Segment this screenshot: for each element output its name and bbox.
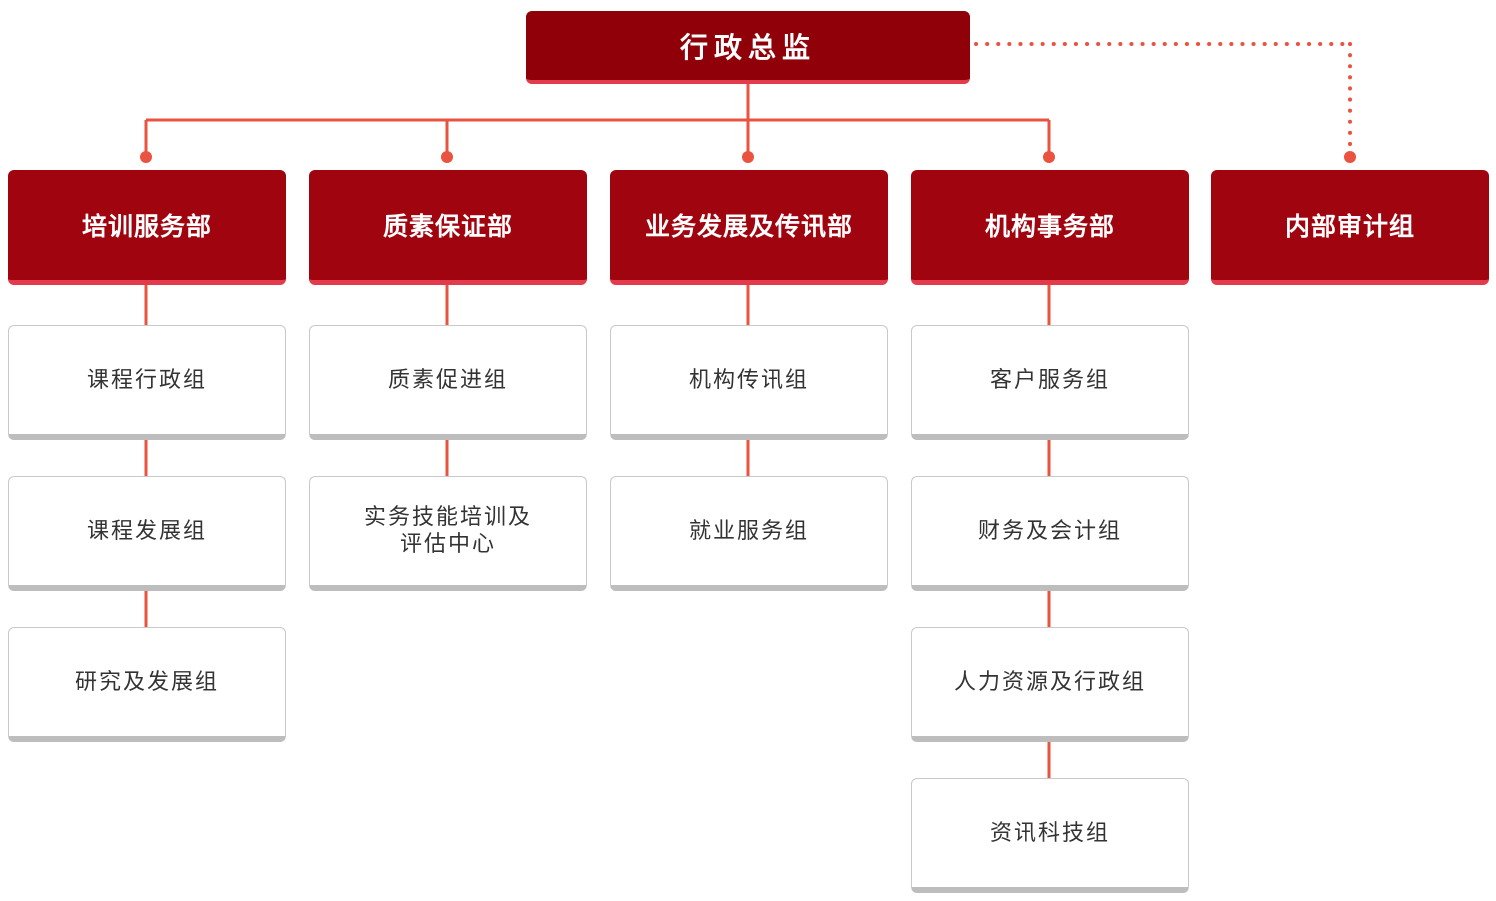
department-label: 质素保证部 (382, 212, 513, 241)
group-label: 课程发展组 (86, 518, 207, 544)
group-box: 机构传讯组 (610, 325, 888, 440)
connector-dot-business (742, 151, 754, 163)
department-box-audit: 内部审计组 (1211, 170, 1489, 285)
group-box: 财务及会计组 (911, 476, 1189, 591)
group-label: 人力资源及行政组 (953, 669, 1146, 695)
group-box: 就业服务组 (610, 476, 888, 591)
group-label: 实务技能培训及评估中心 (363, 505, 532, 557)
department-box-corporate: 机构事务部 (911, 170, 1189, 285)
connector-dot-quality (441, 151, 453, 163)
group-label: 机构传讯组 (688, 367, 809, 393)
group-box: 课程行政组 (8, 325, 286, 440)
group-box: 客户服务组 (911, 325, 1189, 440)
group-box: 实务技能培训及评估中心 (309, 476, 587, 591)
group-label: 课程行政组 (86, 367, 207, 393)
group-box: 课程发展组 (8, 476, 286, 591)
group-label: 质素促进组 (387, 367, 508, 393)
department-box-training: 培训服务部 (8, 170, 286, 285)
director-label: 行政总监 (679, 30, 816, 64)
department-box-business: 业务发展及传讯部 (610, 170, 888, 285)
group-label: 就业服务组 (688, 518, 809, 544)
group-box: 资讯科技组 (911, 778, 1189, 893)
group-label: 客户服务组 (989, 367, 1110, 393)
connector-dot-audit (1344, 151, 1356, 163)
group-label: 财务及会计组 (977, 518, 1122, 544)
connector-dot-corporate (1043, 151, 1055, 163)
department-label: 机构事务部 (984, 212, 1115, 241)
department-box-quality: 质素保证部 (309, 170, 587, 285)
group-label: 资讯科技组 (989, 820, 1110, 846)
director-box: 行政总监 (526, 11, 970, 84)
group-box: 人力资源及行政组 (911, 627, 1189, 742)
department-label: 培训服务部 (81, 212, 212, 241)
department-label: 内部审计组 (1284, 212, 1415, 241)
group-label: 研究及发展组 (74, 669, 219, 695)
department-label: 业务发展及传讯部 (644, 212, 853, 241)
connector-dot-training (140, 151, 152, 163)
group-box: 质素促进组 (309, 325, 587, 440)
group-box: 研究及发展组 (8, 627, 286, 742)
